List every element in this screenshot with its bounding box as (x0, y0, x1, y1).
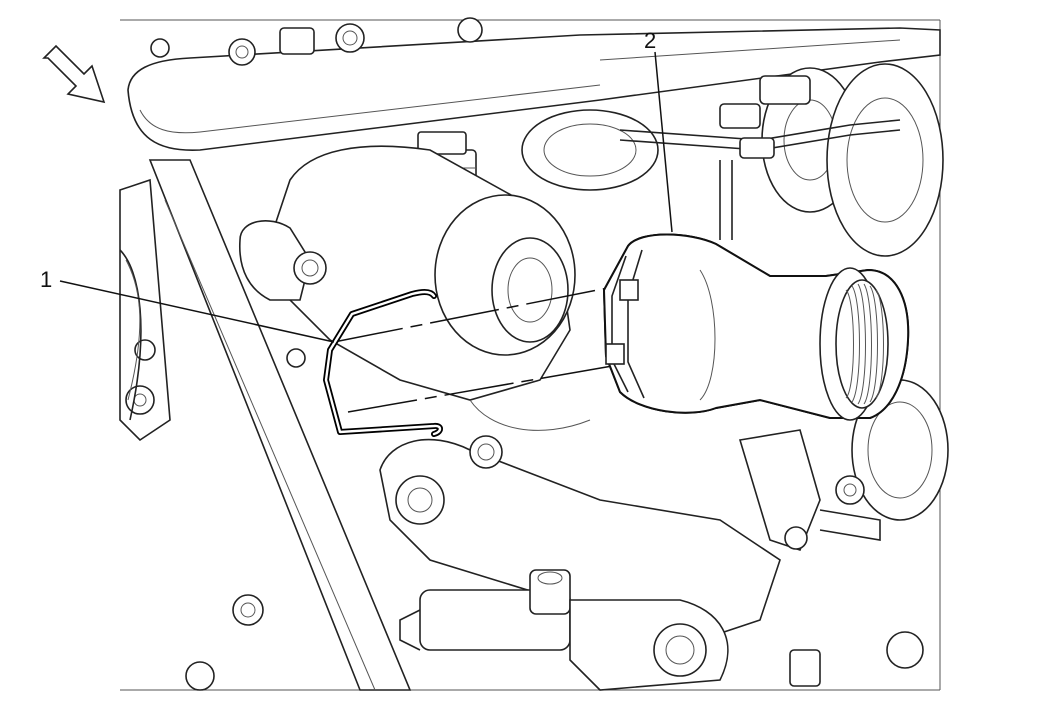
view-direction-arrow-icon (42, 44, 106, 104)
retainer-clip (323, 289, 443, 437)
leader-line-1 (59, 280, 335, 343)
callout-1: 1 (40, 267, 52, 292)
alignment-lines (333, 283, 629, 413)
front-bracket (119, 159, 412, 691)
coolant-outlet-pipe (602, 233, 910, 421)
belt-pulley (119, 249, 142, 421)
upper-hose (127, 27, 941, 151)
callout-leaders (59, 51, 673, 343)
callout-2: 2 (644, 28, 656, 53)
vacuum-assembly (521, 63, 944, 257)
bolt-cluster-top (150, 17, 483, 66)
thermostat-housing (239, 145, 591, 431)
lower-connector (399, 569, 924, 691)
leader-line-2 (654, 51, 673, 233)
